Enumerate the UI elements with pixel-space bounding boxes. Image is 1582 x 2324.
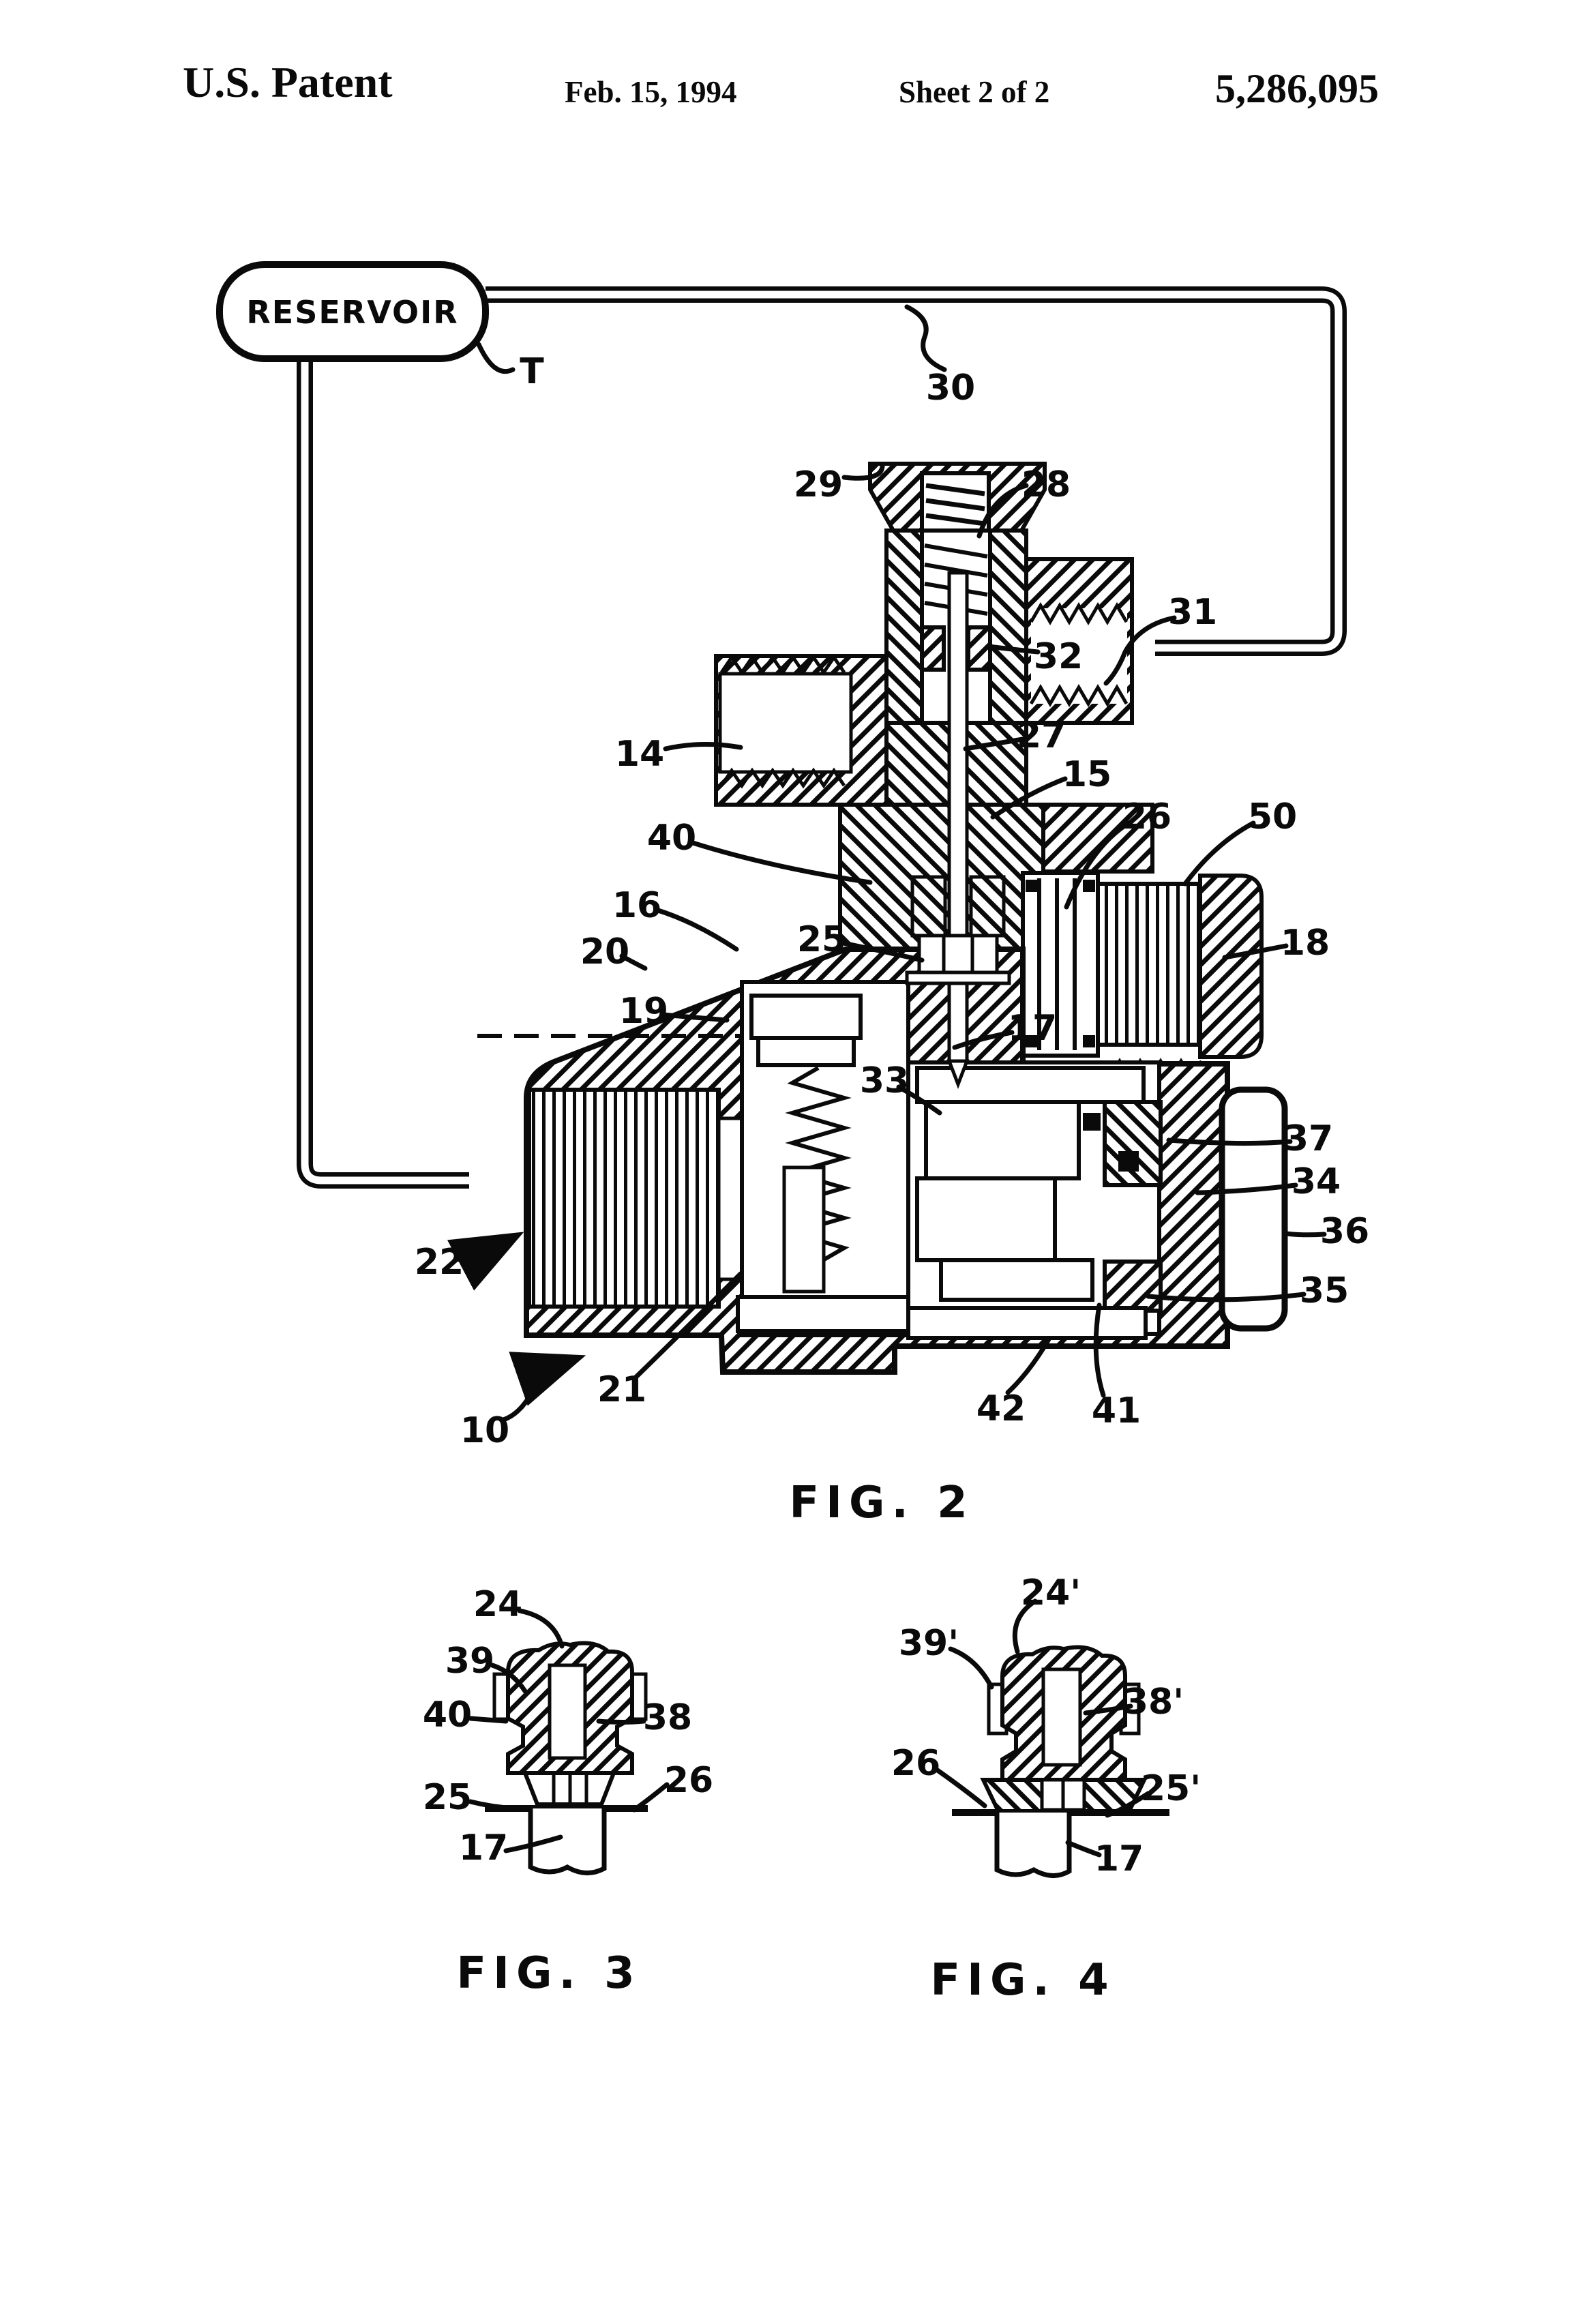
ref-label-40: 40 [647,818,696,859]
ref-label-27: 27 [1017,715,1066,756]
ref-label-T: T [520,351,544,392]
ref-label-24-prime: 24' [1021,1573,1081,1613]
ref-label-26: 26 [664,1760,713,1801]
reservoir-label: RESERVOIR [246,294,458,331]
ref-label-32: 32 [1034,636,1083,677]
ref-label-38: 38 [643,1697,692,1738]
ref-label-18: 18 [1281,923,1330,964]
ref-label-50: 50 [1248,796,1297,837]
sheet-number: Sheet 2 of 2 [899,75,1049,109]
ref-label-36: 36 [1320,1211,1369,1252]
ref-label-17: 17 [1094,1838,1144,1879]
fig4-leader-lines [933,1598,1151,1858]
reservoir-box: RESERVOIR T [216,261,544,392]
patent-number: 5,286,095 [1215,66,1379,111]
ref-label-17: 17 [1008,1008,1057,1049]
reservoir-pipes [297,286,1347,1189]
fig4-caption: FIG. 4 [930,1955,1115,2006]
ref-label-20: 20 [580,932,629,972]
ref-label-25-prime: 25' [1141,1768,1201,1809]
ref-label-22: 22 [415,1242,464,1283]
ref-label-39: 39 [445,1641,494,1682]
ref-label-10: 10 [460,1410,509,1451]
ref-label-38-prime: 38' [1124,1682,1184,1723]
ref-label-34: 34 [1292,1161,1341,1202]
ref-label-21: 21 [597,1369,646,1410]
fig2-reference-numerals: 29 28 30 31 32 27 14 15 26 50 18 40 16 2… [415,368,1369,1451]
fig2-caption: FIG. 2 [789,1478,974,1528]
ref-label-15: 15 [1062,754,1111,795]
fig3-leader-lines [468,1608,670,1853]
ref-label-30: 30 [926,368,975,408]
fig2-valve-drawing [477,462,1288,1375]
fig4-drawing [952,1645,1169,1878]
ref-label-16: 16 [612,885,661,926]
ref-label-37: 37 [1284,1118,1333,1159]
ref-label-28: 28 [1021,464,1071,505]
ref-label-26: 26 [891,1743,940,1784]
fig3-caption: FIG. 3 [456,1948,641,1999]
ref-label-33: 33 [860,1060,909,1101]
ref-label-35: 35 [1300,1270,1349,1311]
patent-date: Feb. 15, 1994 [565,75,737,109]
fig4-reference-numerals: 24' 39' 38' 26 25' 17 [891,1573,1201,1879]
ref-label-29: 29 [794,464,843,505]
ref-label-40: 40 [423,1695,472,1735]
fig2-leader-lines [447,304,1327,1422]
ref-label-25: 25 [797,919,846,960]
ref-label-41: 41 [1092,1390,1141,1431]
fig3-reference-numerals: 24 39 40 38 25 26 17 [423,1584,713,1868]
ref-label-26: 26 [1122,796,1171,837]
ref-label-24: 24 [473,1584,522,1625]
ref-label-14: 14 [615,734,664,775]
ref-label-25: 25 [423,1777,472,1818]
ref-label-17: 17 [459,1828,508,1868]
ref-label-39-prime: 39' [899,1623,959,1664]
ref-label-42: 42 [976,1388,1026,1429]
patent-office-title: U.S. Patent [183,58,393,106]
ref-label-31: 31 [1168,592,1217,633]
ref-label-19: 19 [619,991,668,1032]
fig3-drawing [485,1641,648,1875]
